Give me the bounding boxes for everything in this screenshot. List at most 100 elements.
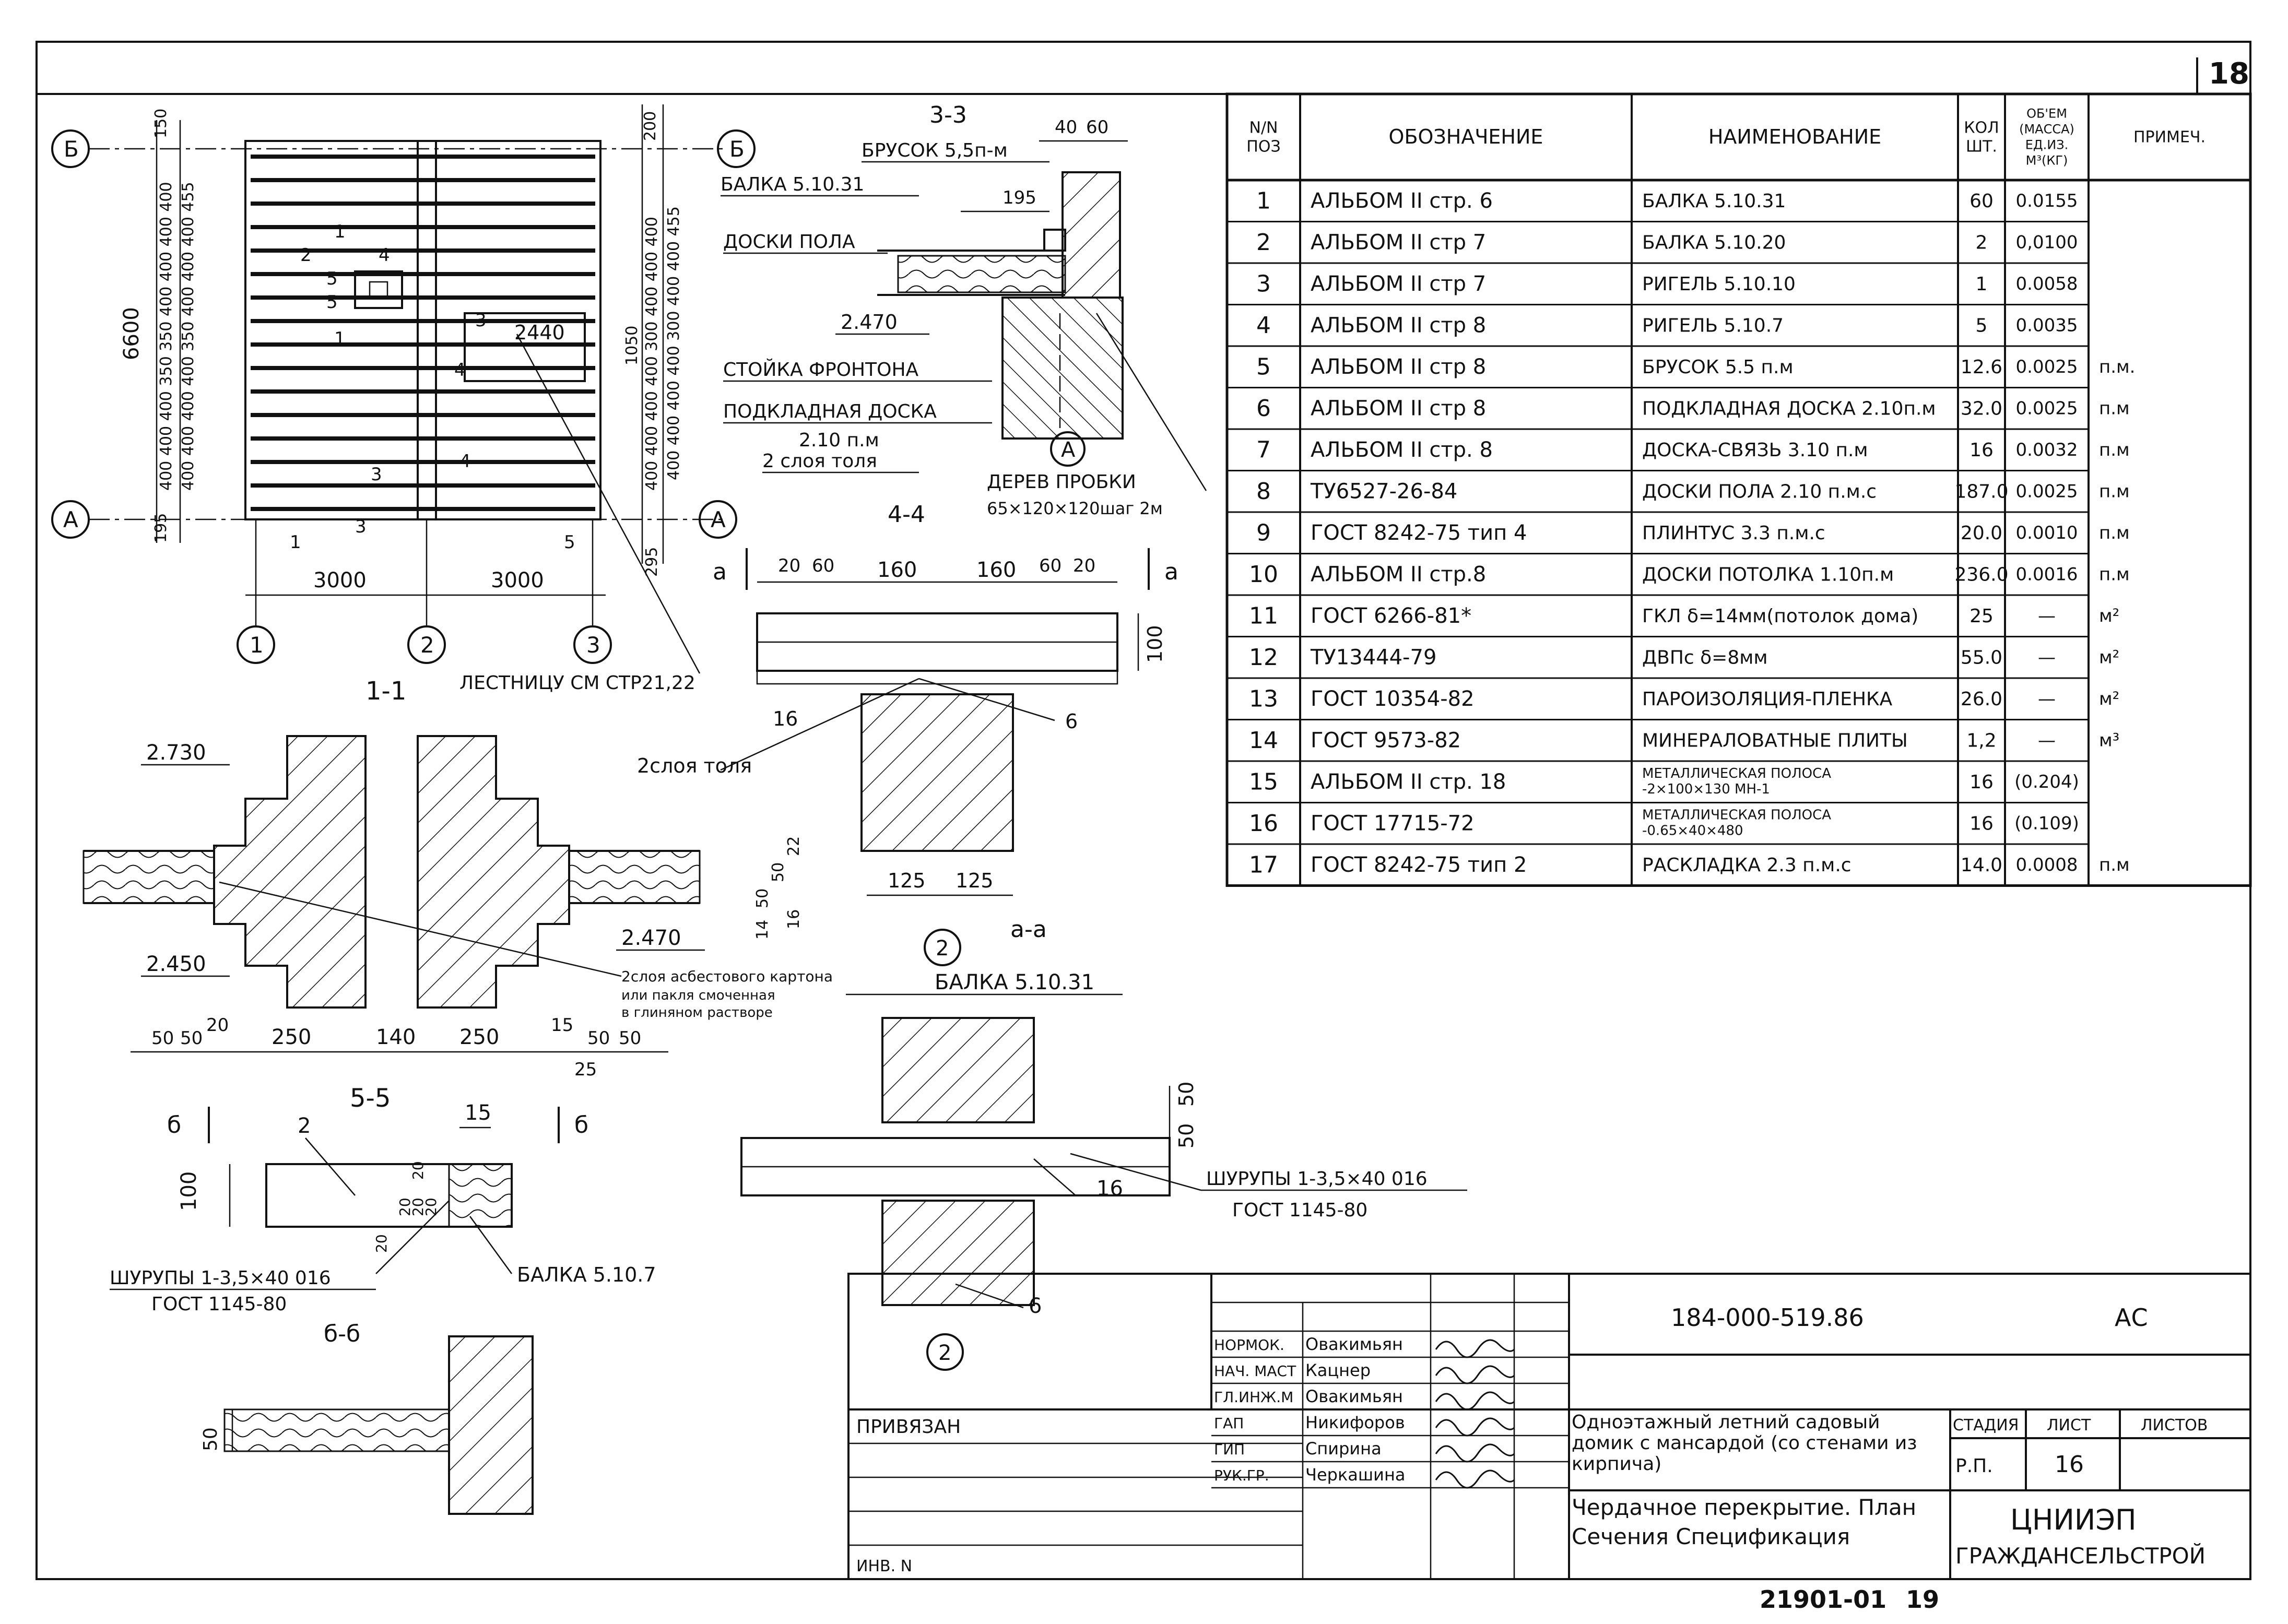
spec-cell: 236.0	[1954, 564, 2008, 585]
tb-signature	[1435, 1365, 1515, 1384]
s33-label-probki: ДЕРЕВ ПРОБКИ	[987, 471, 1136, 493]
spec-cell: 5	[1976, 315, 1988, 336]
spec-header-2: НАИМЕНОВАНИЕ	[1708, 125, 1881, 148]
tb-signature	[1435, 1339, 1515, 1358]
spec-cell: 16	[1969, 813, 1994, 834]
spec-cell: ТУ6527-26-84	[1310, 480, 1457, 504]
s44-axis-label: 2	[936, 937, 949, 961]
s11-dim-50c: 50	[587, 1028, 610, 1049]
axis-B-bubble-right	[717, 129, 756, 168]
spec-cell: 8	[1256, 478, 1271, 505]
s11-dim-250a: 250	[272, 1025, 311, 1049]
tb-name: Овакимьян	[1305, 1334, 1403, 1354]
spec-cell: 16	[1249, 810, 1278, 837]
s55-bb-beam	[223, 1408, 450, 1452]
axis-A-bubble-left	[51, 500, 90, 539]
spec-cell: ПАРОИЗОЛЯЦИЯ-ПЛЕНКА	[1642, 689, 1893, 710]
spec-header-4: М³(КГ)	[2026, 153, 2068, 168]
s11-floor-left	[82, 850, 215, 904]
spec-cell: ПЛИНТУС 3.3 п.м.с	[1642, 523, 1825, 544]
spec-cell: м²	[2099, 689, 2119, 709]
axis-B-right: Б	[729, 136, 745, 162]
spec-cell: —	[2038, 730, 2056, 751]
s44-dim-160b: 160	[976, 558, 1016, 582]
s11-side-16: 16	[785, 909, 803, 929]
s11-chimney-right	[417, 735, 570, 1009]
s33-label-probki-size: 65×120×120шаг 2м	[987, 499, 1163, 518]
s33-label-stoyka: СТОЙКА ФРОНТОНА	[723, 359, 919, 381]
spec-cell: 1	[1256, 187, 1271, 214]
axis-A-right: А	[711, 507, 726, 532]
s33-wall-lower	[1001, 297, 1124, 440]
plan-dim-3000-right: 3000	[491, 568, 544, 592]
section-4-4: 4-4 а а 20 60 160 160 60 20 100 16 6 2сл…	[637, 501, 1178, 966]
spec-cell: ДОСКИ ПОТОЛКА 1.10п.м	[1642, 564, 1894, 585]
spec-cell: ПОДКЛАДНАЯ ДОСКА 2.10п.м	[1642, 398, 1936, 419]
tb-sheets-header: ЛИСТОВ	[2141, 1416, 2208, 1435]
spec-cell: 4	[1256, 312, 1271, 339]
plan-dim-6600: 6600	[120, 307, 144, 360]
spec-cell: 187.0	[1954, 481, 2008, 502]
saa-axis-bubble	[926, 1333, 964, 1371]
tb-privyazan: ПРИВЯЗАН	[856, 1416, 961, 1438]
s11-side-14: 14	[753, 920, 772, 940]
plan-pos-1b: 1	[334, 328, 346, 349]
s33-dim-40: 40	[1055, 117, 1077, 138]
plan-pos-4b: 4	[454, 360, 466, 381]
s33-label-podkladnaya: ПОДКЛАДНАЯ ДОСКА	[723, 401, 937, 422]
saa-leader-6	[955, 1283, 1024, 1309]
plan-pos-4c: 4	[459, 451, 471, 472]
spec-cell: 15	[1249, 768, 1278, 795]
s44-caption: а-а	[1010, 916, 1047, 943]
spec-cell: ГОСТ 8242-75 тип 4	[1311, 521, 1527, 545]
plan-chimney	[354, 270, 403, 309]
spec-cell: 25	[1969, 606, 1994, 627]
saa-gost: ГОСТ 1145-80	[1232, 1200, 1367, 1221]
spec-cell: 32.0	[1961, 398, 2002, 419]
s33-level: 2.470	[841, 311, 898, 334]
saa-screws: ШУРУПЫ 1-3,5×40 016	[1206, 1168, 1428, 1190]
spec-cell: БАЛКА 5.10.20	[1642, 232, 1786, 253]
tb-signature	[1435, 1391, 1515, 1410]
spec-cell: 0.0016	[2016, 564, 2078, 585]
spec-header-4: (МАССА)	[2019, 122, 2074, 137]
tb-drawing-title: Чердачное перекрытие. План Сечения Специ…	[1572, 1495, 1917, 1549]
spec-cell: РАСКЛАДКА 2.3 п.м.с	[1642, 855, 1851, 876]
tb-name: Кацнер	[1305, 1360, 1371, 1380]
axis-1-bubble	[237, 625, 275, 664]
tb-inv: ИНВ. N	[856, 1557, 912, 1575]
tb-sheet: 16	[2055, 1451, 2084, 1478]
spec-header-1: ОБОЗНАЧЕНИЕ	[1389, 125, 1543, 148]
spec-cell: —	[2038, 647, 2056, 668]
axis-2-bubble	[407, 625, 446, 664]
spec-header-5: ПРИМЕЧ.	[2133, 128, 2206, 147]
axis-3-label: 3	[586, 632, 600, 658]
tb-name: Спирина	[1305, 1439, 1382, 1459]
plan-pos-4a: 4	[379, 245, 390, 266]
spec-cell: АЛЬБОМ II стр 8	[1311, 355, 1486, 379]
tb-mark: АС	[2115, 1303, 2148, 1332]
s55-label-15: 15	[465, 1101, 491, 1125]
section-55-title: 5-5	[350, 1084, 391, 1113]
spec-cell: п.м	[2099, 440, 2130, 460]
plan-right-chain: 400 400 400 400 300 400 400 455	[665, 206, 683, 480]
s11-dim-15: 15	[551, 1015, 573, 1036]
saa-dim-50b: 50	[1175, 1123, 1198, 1148]
spec-cell: п.м	[2099, 481, 2130, 502]
s11-side-22: 22	[785, 836, 803, 856]
spec-cell: РИГЕЛЬ 5.10.10	[1642, 274, 1796, 295]
spec-cell: п.м	[2099, 855, 2130, 875]
s44-dim-100: 100	[1143, 625, 1166, 663]
spec-cell: (0.109)	[2014, 813, 2079, 834]
section-44-title: 4-4	[888, 501, 925, 528]
spec-header-3: КОЛ	[1964, 119, 1999, 137]
s55-dim-20c: 20	[409, 1198, 427, 1216]
axis-2-label: 2	[420, 632, 434, 658]
s44-dim-160a: 160	[877, 558, 917, 582]
s11-side-50b: 50	[753, 888, 772, 908]
plan-stair-opening	[464, 312, 586, 382]
